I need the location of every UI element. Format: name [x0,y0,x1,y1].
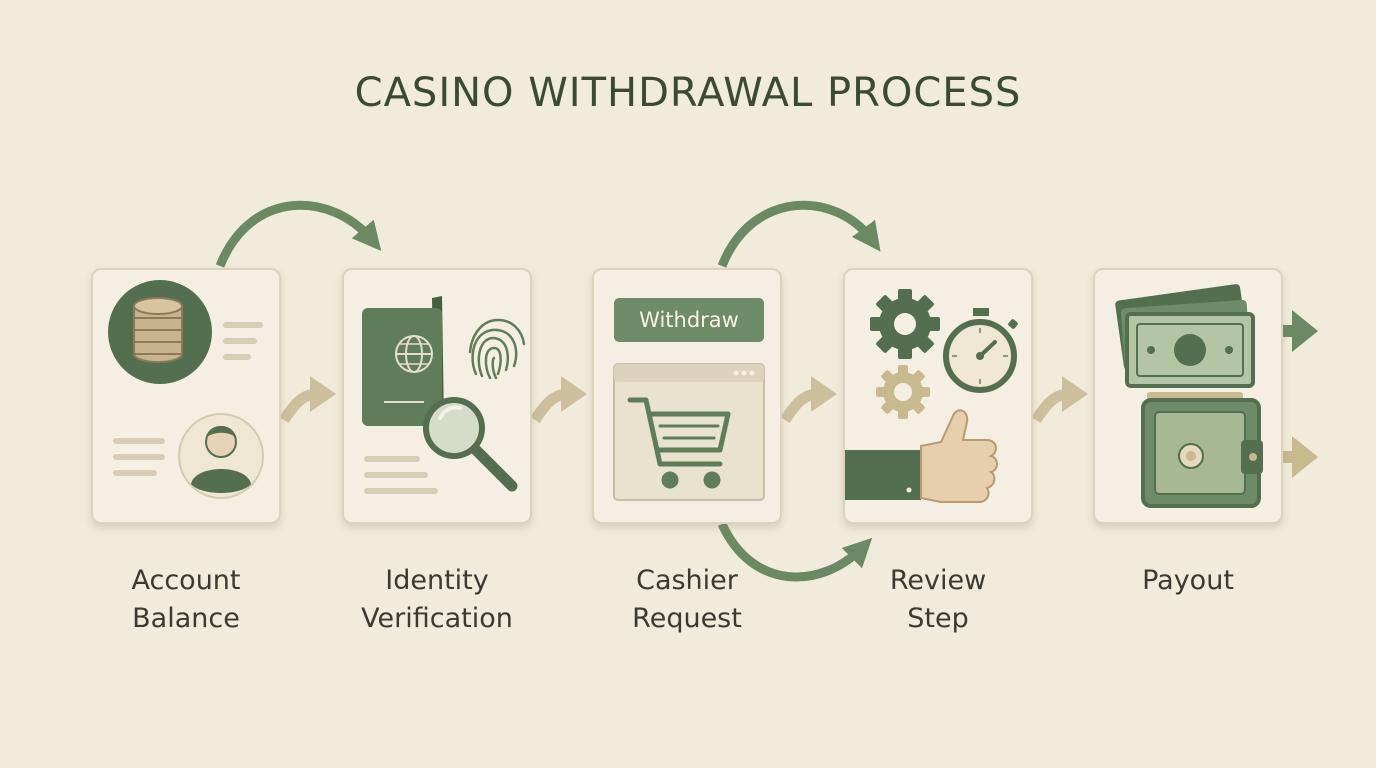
tan-arrow-1-2 [279,376,336,424]
thumbs-up-icon [845,409,998,503]
tan-arrow-2-3 [530,376,587,424]
page-title: CASINO WITHDRAWAL PROCESS [354,70,1022,116]
card-payout [1093,268,1283,524]
curved-arrow-1-2 [215,200,382,268]
passport-icon [362,296,444,426]
stopwatch-icon [943,308,1018,393]
curved-arrow-3-4-bottom [717,522,873,582]
wallet-icon [1141,392,1263,508]
banknotes-icon [1115,284,1255,388]
gear-icon [870,289,940,359]
user-avatar-icon [178,413,264,499]
text-lines-icon [113,322,263,476]
tan-arrow-4-5 [1031,376,1088,424]
card-identity-verification [342,268,532,524]
magnifying-glass-icon [423,397,518,492]
fingerprint-icon [468,318,526,380]
step-label-payout: Payout [1142,565,1234,596]
text-lines-icon [364,456,438,494]
withdraw-button[interactable]: Withdraw [614,298,764,342]
shopping-cart-icon [627,397,731,489]
card-cashier-request: Withdraw [592,268,782,524]
small-gear-icon [876,365,930,419]
browser-window-icon [613,363,765,501]
curved-arrow-3-4 [717,200,881,268]
card-account-balance [91,268,281,524]
coin-stack-icon [108,280,212,384]
tan-arrow-3-4 [780,376,837,424]
card-review-step [843,268,1033,524]
